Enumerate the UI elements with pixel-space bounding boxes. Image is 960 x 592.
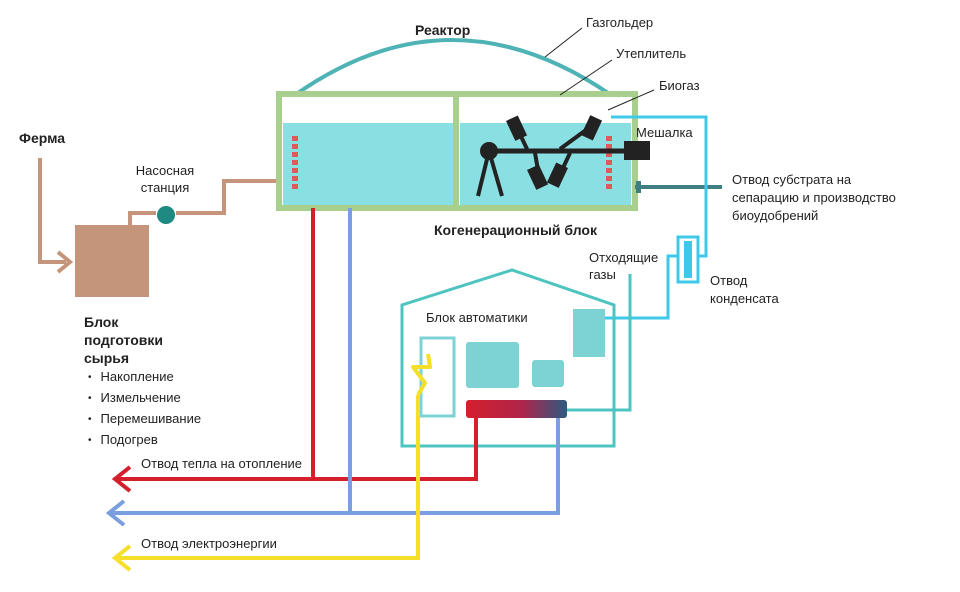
heater-left-icon xyxy=(292,136,298,189)
cool-arrowhead xyxy=(105,499,126,527)
heat-return-line xyxy=(313,418,478,481)
biogas-leader xyxy=(607,89,655,111)
prep-steps-list: Накопление Измельчение Перемешивание Под… xyxy=(88,367,202,451)
substrate-drain-valve xyxy=(636,181,641,193)
electricity-out-label: Отвод электроэнергии xyxy=(141,536,277,551)
farm-feed-arrowhead xyxy=(56,250,74,274)
reactor-right-liquid xyxy=(460,123,631,205)
prep-block-title-line2: подготовки xyxy=(84,332,164,348)
farm-feed-pipe xyxy=(38,158,66,264)
heater-right-icon xyxy=(606,136,612,189)
mixer-label: Мешалка xyxy=(636,125,693,140)
farm-label: Ферма xyxy=(19,130,66,146)
exhaust-label: Отходящие газы xyxy=(589,249,658,283)
pump-station-label-line1: Насосная xyxy=(135,163,195,178)
prep-step: Измельчение xyxy=(88,388,201,409)
substrate-label: Отвод субстрата на сепарацию и производс… xyxy=(732,171,896,225)
substrate-label-line2: сепарацию и производство xyxy=(732,190,896,205)
prep-block-title: Блок подготовки сырья xyxy=(84,313,163,367)
cogeneration-label: Когенерационный блок xyxy=(434,222,597,238)
prep-block-title-line3: сырья xyxy=(84,350,130,366)
reactor-left-liquid xyxy=(283,123,453,205)
substrate-label-line1: Отвод субстрата на xyxy=(732,172,852,187)
condensate-label-line2: конденсата xyxy=(710,291,779,306)
automation-unit-small xyxy=(532,360,564,387)
mixer-icon xyxy=(476,115,650,197)
automation-label: Блок автоматики xyxy=(426,310,528,325)
electricity-line xyxy=(118,395,420,560)
engine-unit xyxy=(573,309,605,357)
pump-station-label: Насосная станция xyxy=(133,162,197,196)
exhaust-line xyxy=(567,274,632,412)
biogas-label: Биогаз xyxy=(659,78,700,93)
gas-to-engine-line xyxy=(604,254,678,320)
lightning-icon xyxy=(411,353,432,397)
condensate-label-line1: Отвод xyxy=(710,273,748,288)
gasholder-leader xyxy=(544,27,583,58)
exhaust-label-line2: газы xyxy=(589,267,616,282)
prep-step: Накопление xyxy=(88,367,201,388)
exhaust-label-line1: Отходящие xyxy=(589,250,659,265)
automation-unit-large xyxy=(466,342,519,388)
biogas-line xyxy=(611,115,708,258)
insulation-label: Утеплитель xyxy=(616,46,687,61)
prep-step: Перемешивание xyxy=(88,409,202,430)
electric-panel xyxy=(419,336,456,418)
gasholder-label: Газгольдер xyxy=(586,15,654,30)
heat-exchanger xyxy=(466,400,567,418)
insulation-leader xyxy=(559,59,613,96)
prep-block xyxy=(75,225,149,297)
condensate-trap-core xyxy=(684,241,692,278)
heat-out-label: Отвод тепла на отопление xyxy=(141,456,303,471)
condensate-trap xyxy=(676,235,700,284)
electricity-arrowhead xyxy=(111,544,132,572)
substrate-label-line3: биоудобрений xyxy=(732,208,819,223)
pump-icon xyxy=(157,206,175,224)
prep-step: Подогрев xyxy=(88,430,201,451)
reactor-label: Реактор xyxy=(415,22,471,38)
automation-building xyxy=(400,268,616,448)
condensate-label: Отвод конденсата xyxy=(710,272,779,308)
heat-arrowhead xyxy=(111,465,132,493)
prep-block-title-line1: Блок xyxy=(84,314,119,330)
cool-return-line xyxy=(350,418,560,515)
gasholder-dome xyxy=(293,38,613,97)
substrate-pipe xyxy=(128,211,156,225)
substrate-pipe-2 xyxy=(176,179,278,215)
pump-station-label-line2: станция xyxy=(140,180,190,195)
